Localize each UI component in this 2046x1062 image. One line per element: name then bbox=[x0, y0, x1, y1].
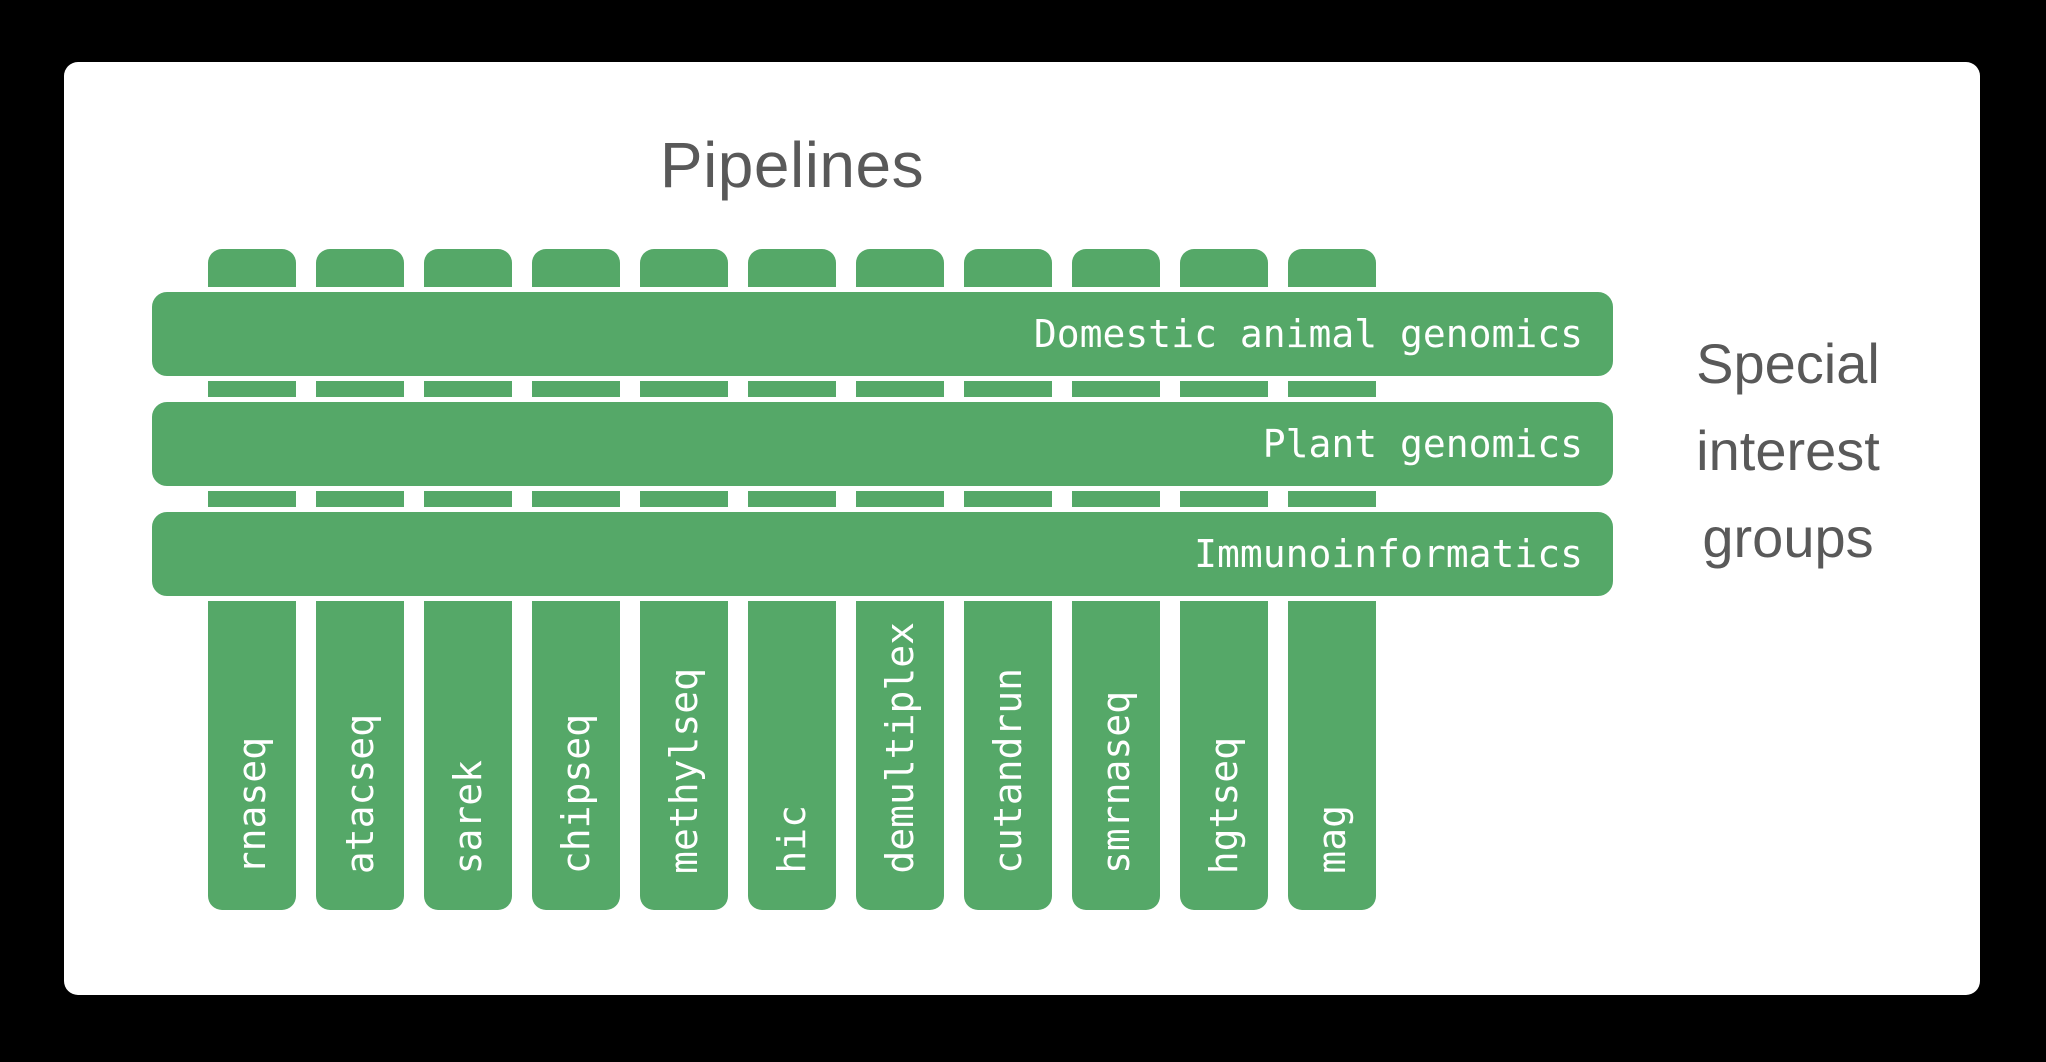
pipeline-label: smrnaseq bbox=[1094, 690, 1138, 874]
interest-group-label: Immunoinformatics bbox=[1194, 532, 1583, 576]
pipeline-label: methylseq bbox=[662, 668, 706, 874]
pipeline-label: rnaseq bbox=[230, 736, 274, 874]
interest-group-label: Plant genomics bbox=[1262, 422, 1583, 466]
pipelines-title: Pipelines bbox=[659, 129, 925, 201]
interest-group-bar: Plant genomics bbox=[147, 397, 1618, 491]
interest-group-bar: Domestic animal genomics bbox=[147, 287, 1618, 381]
side-label-line: interest bbox=[1696, 419, 1880, 482]
pipeline-label: demultiplex bbox=[878, 622, 922, 874]
pipeline-label: mag bbox=[1310, 805, 1354, 874]
pipeline-label: hic bbox=[770, 805, 814, 874]
interest-group-bar: Immunoinformatics bbox=[147, 507, 1618, 601]
pipeline-label: cutandrun bbox=[986, 668, 1030, 874]
side-label-line: Special bbox=[1696, 332, 1880, 395]
pipeline-label: sarek bbox=[446, 759, 490, 874]
pipeline-label: hgtseq bbox=[1202, 736, 1246, 874]
pipeline-label: atacseq bbox=[338, 713, 382, 874]
side-label-line: groups bbox=[1702, 506, 1874, 569]
side-label: Special interest groups bbox=[1638, 320, 1938, 581]
diagram-card: Pipelines rnaseq atacseq sarek chipseq bbox=[64, 62, 1980, 995]
interest-group-label: Domestic animal genomics bbox=[1033, 312, 1583, 356]
pipeline-label: chipseq bbox=[554, 713, 598, 874]
